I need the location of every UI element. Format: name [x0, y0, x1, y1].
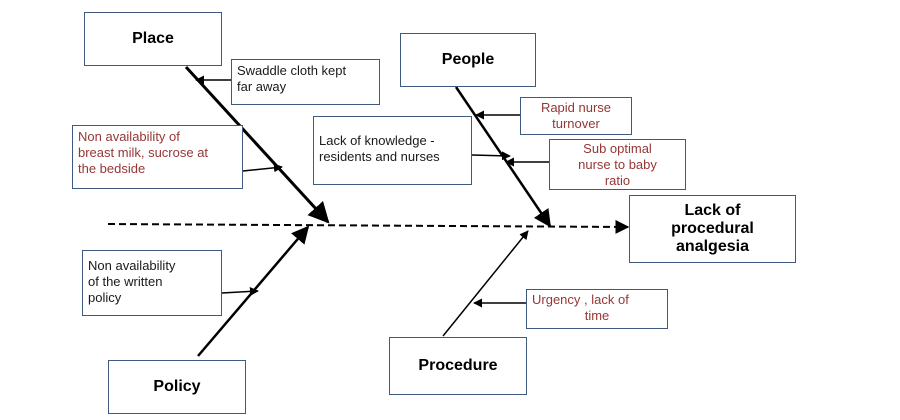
cause-written-policy-line-1: Non availability	[88, 258, 176, 273]
breast-milk-arrow	[242, 163, 283, 173]
place-bone	[184, 65, 330, 224]
effect-line-3: analgesia	[676, 238, 749, 255]
category-policy: Policy	[108, 360, 246, 414]
cause-written-policy-line-2: of the written	[88, 274, 163, 289]
cause-ratio-line-1: Sub optimal	[583, 141, 652, 156]
cause-knowledge: Lack of knowledge - residents and nurses	[313, 116, 472, 185]
cause-knowledge-line-1: Lack of knowledge -	[319, 133, 435, 148]
cause-turnover-line-2: turnover	[552, 116, 600, 131]
cause-swaddle-line-1: Swaddle cloth kept	[237, 63, 347, 78]
category-policy-label: Policy	[153, 378, 201, 395]
cause-ratio: Sub optimal nurse to baby ratio	[549, 139, 686, 190]
effect-box: Lack of procedural analgesia	[629, 195, 796, 263]
written-policy-arrow	[221, 286, 259, 296]
cause-turnover-line-1: Rapid nurse	[540, 100, 612, 115]
cause-ratio-line-2: nurse to baby	[578, 157, 657, 172]
cause-breast-milk-line-2: breast milk, sucrose at	[78, 145, 209, 160]
effect-line-1: Lack of	[684, 202, 741, 219]
cause-ratio-line-3: ratio	[604, 173, 631, 188]
cause-breast-milk: Non availability of breast milk, sucrose…	[72, 125, 243, 189]
cause-written-policy: Non availability of the written policy	[82, 250, 222, 316]
category-procedure-label: Procedure	[418, 357, 498, 374]
cause-breast-milk-line-3: the bedside	[78, 161, 146, 176]
cause-knowledge-line-2: residents and nurses	[319, 149, 440, 164]
cause-urgency: Urgency , lack of time	[526, 289, 668, 329]
effect-line-2: procedural	[671, 220, 754, 237]
category-place-label: Place	[132, 30, 174, 47]
procedure-bone	[442, 230, 529, 337]
cause-swaddle-line-2: far away	[237, 79, 287, 94]
cause-swaddle: Swaddle cloth kept far away	[231, 59, 380, 105]
cause-breast-milk-line-1: Non availability of	[78, 129, 180, 144]
knowledge-arrow	[471, 151, 511, 161]
cause-written-policy-line-3: policy	[88, 290, 122, 305]
cause-urgency-line-1: Urgency , lack of	[532, 292, 629, 307]
cause-turnover: Rapid nurse turnover	[520, 97, 632, 135]
category-procedure: Procedure	[389, 337, 527, 395]
cause-urgency-line-2: time	[584, 308, 610, 323]
category-people: People	[400, 33, 536, 87]
category-people-label: People	[441, 51, 495, 68]
category-place: Place	[84, 12, 222, 66]
